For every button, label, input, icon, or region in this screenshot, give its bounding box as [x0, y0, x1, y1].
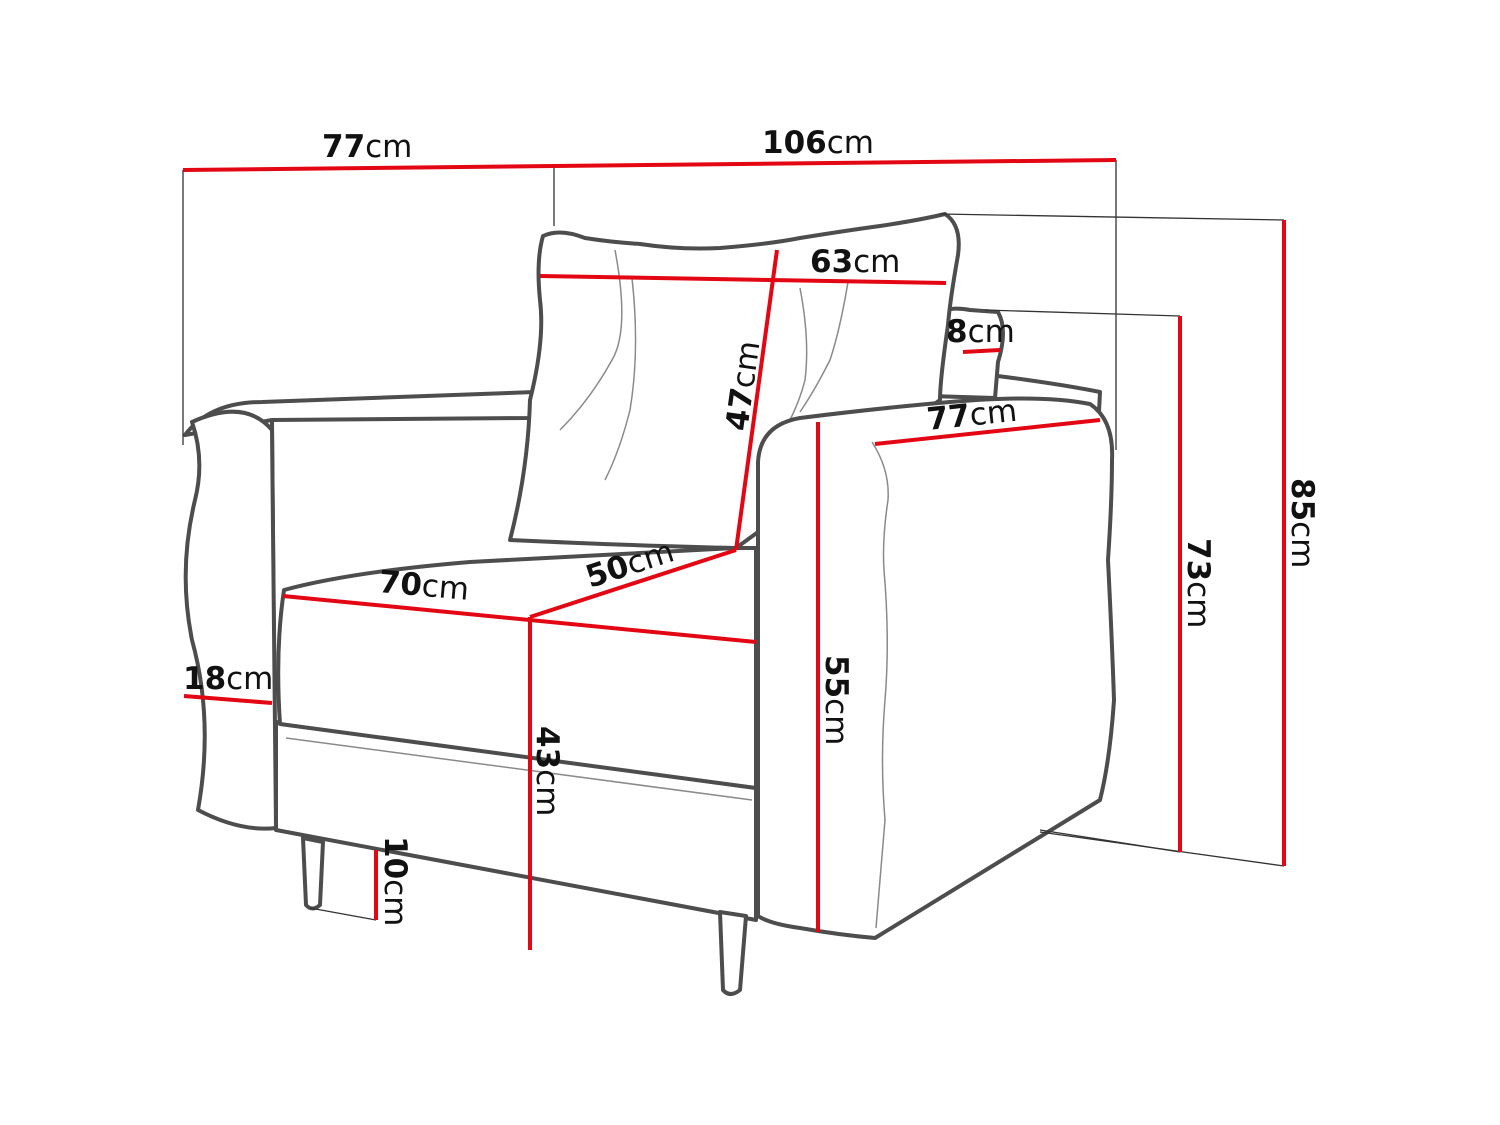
dimension-labels: 77cm 106cm 63cm 8cm 77cm 47cm 50cm 70cm …: [183, 125, 1320, 926]
armrest-height-label: 55cm: [818, 655, 854, 745]
seat-width-line: [282, 594, 757, 644]
armrest-width-line: [962, 348, 1001, 354]
right-armrest-front-edge: [871, 441, 889, 929]
armrest-thickness-line: [183, 694, 273, 705]
back-height-label: 73cm: [1180, 538, 1216, 628]
seat-height-label: 43cm: [529, 726, 565, 816]
leg-height-label: 10cm: [377, 836, 413, 926]
left-armrest-front: [183, 409, 278, 831]
cushion-fold-1: [559, 249, 623, 431]
right-leg: [718, 910, 748, 996]
overall-height-label: 85cm: [1284, 478, 1320, 568]
cushion-height-label: 47cm: [719, 339, 767, 434]
cushion-height-line: [734, 249, 779, 551]
cushion-fold-4: [799, 281, 849, 413]
seat-width-label: 70cm: [377, 564, 470, 608]
right-armrest: [756, 396, 1116, 940]
armrest-length-line: [874, 418, 1101, 446]
dimension-lines: [182, 158, 1286, 950]
armrest-width-small-label: 8cm: [946, 314, 1015, 350]
armrest-length-label: 77cm: [925, 393, 1019, 438]
cushion-width-line: [539, 274, 947, 285]
cushion-fold-2: [604, 277, 637, 481]
extension-lines: [182, 160, 1285, 921]
seat-base-edge: [285, 737, 753, 801]
overall-width-line: [182, 158, 1117, 172]
armrest-thickness-label: 18cm: [183, 661, 273, 697]
cushion-fold-3: [789, 287, 808, 421]
left-leg: [301, 836, 325, 911]
overall-width-label: 106cm: [762, 125, 874, 161]
armchair-illustration: [183, 212, 1116, 996]
seat-depth-line: [529, 548, 737, 619]
armrest-depth-label: 77cm: [322, 129, 412, 165]
cushion-width-label: 63cm: [810, 244, 900, 280]
